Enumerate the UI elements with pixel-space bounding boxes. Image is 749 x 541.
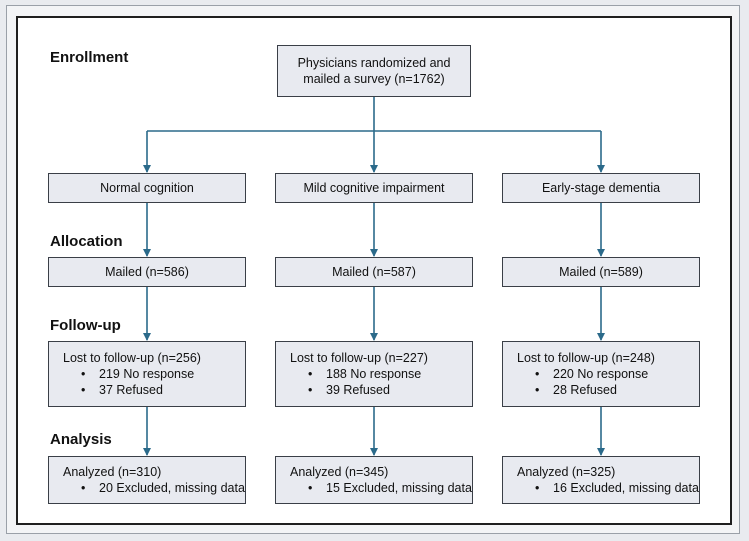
analyzed-item: 20 Excluded, missing data — [77, 480, 245, 496]
analyzed-box-1: Analyzed (n=310) 20 Excluded, missing da… — [48, 456, 246, 504]
randomized-box: Physicians randomized and mailed a surve… — [277, 45, 471, 97]
lost-title-2: Lost to follow-up (n=227) — [290, 351, 428, 365]
stage-enrollment: Enrollment — [50, 49, 129, 66]
analyzed-title-2: Analyzed (n=345) — [290, 465, 389, 479]
analyzed-box-2: Analyzed (n=345) 15 Excluded, missing da… — [275, 456, 473, 504]
stage-followup: Follow-up — [50, 317, 121, 334]
analyzed-title-1: Analyzed (n=310) — [63, 465, 162, 479]
lost-item: 39 Refused — [304, 382, 472, 398]
analyzed-item: 16 Excluded, missing data — [531, 480, 699, 496]
randomized-line-1: Physicians randomized and — [297, 56, 451, 70]
lost-item: 188 No response — [304, 366, 472, 382]
analyzed-item: 15 Excluded, missing data — [304, 480, 472, 496]
randomized-line-2: mailed a survey (n=1762) — [303, 72, 445, 86]
lost-box-2: Lost to follow-up (n=227) 188 No respons… — [275, 341, 473, 407]
lost-title-3: Lost to follow-up (n=248) — [517, 351, 655, 365]
lost-item: 28 Refused — [531, 382, 699, 398]
lost-item: 220 No response — [531, 366, 699, 382]
lost-title-1: Lost to follow-up (n=256) — [63, 351, 201, 365]
analyzed-title-3: Analyzed (n=325) — [517, 465, 616, 479]
lost-item: 219 No response — [77, 366, 245, 382]
group-box-2: Mild cognitive impairment — [275, 173, 473, 203]
mailed-box-3: Mailed (n=589) — [502, 257, 700, 287]
group-box-1: Normal cognition — [48, 173, 246, 203]
lost-box-3: Lost to follow-up (n=248) 220 No respons… — [502, 341, 700, 407]
analyzed-box-3: Analyzed (n=325) 16 Excluded, missing da… — [502, 456, 700, 504]
mailed-box-1: Mailed (n=586) — [48, 257, 246, 287]
lost-box-1: Lost to follow-up (n=256) 219 No respons… — [48, 341, 246, 407]
mailed-box-2: Mailed (n=587) — [275, 257, 473, 287]
stage-analysis: Analysis — [50, 431, 112, 448]
stage-allocation: Allocation — [50, 233, 123, 250]
group-box-3: Early-stage dementia — [502, 173, 700, 203]
lost-item: 37 Refused — [77, 382, 245, 398]
